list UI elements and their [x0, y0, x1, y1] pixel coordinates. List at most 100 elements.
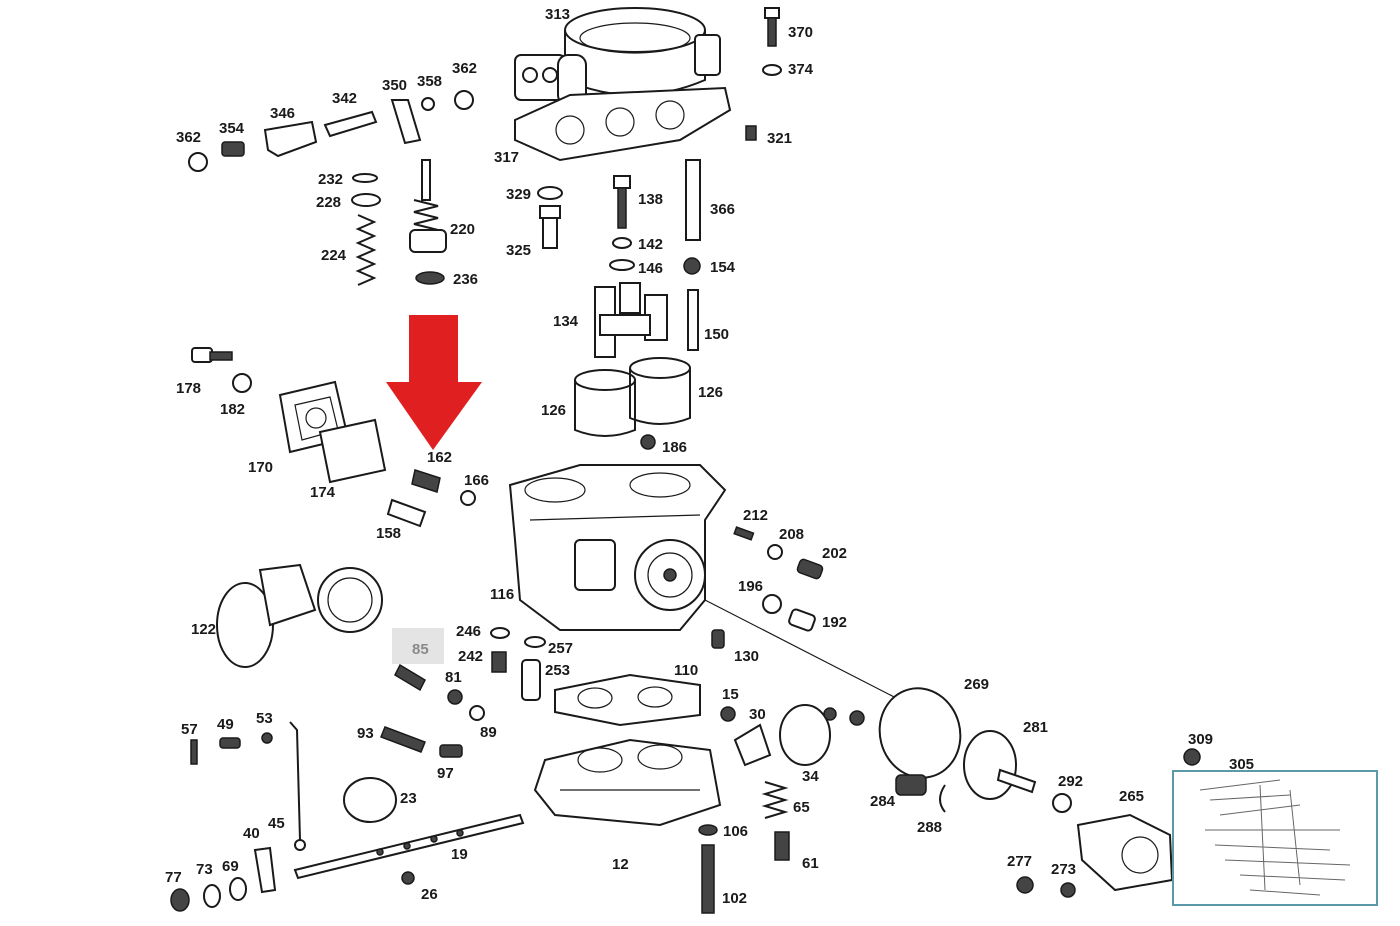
label-150: 150	[704, 326, 729, 343]
label-126a: 126	[698, 384, 723, 401]
part-126-venturi-a	[574, 369, 636, 437]
part-93-screw	[380, 726, 426, 753]
part-150-jet	[687, 289, 699, 351]
label-192: 192	[822, 614, 847, 631]
label-346: 346	[270, 105, 295, 122]
part-257-washer	[524, 636, 546, 648]
part-178-screw	[191, 347, 233, 363]
label-130: 130	[734, 648, 759, 665]
label-65: 65	[793, 799, 810, 816]
part-57-screw	[190, 739, 198, 765]
label-253: 253	[545, 662, 570, 679]
label-269: 269	[964, 676, 989, 693]
part-317-gasket	[514, 86, 732, 162]
label-154: 154	[710, 259, 736, 276]
label-321: 321	[767, 130, 792, 147]
part-232-clip	[352, 173, 378, 183]
label-354: 354	[219, 120, 245, 137]
part-126-venturi-b	[629, 357, 691, 425]
label-178: 178	[176, 380, 201, 397]
part-346-lever	[263, 120, 318, 158]
label-232: 232	[318, 171, 343, 188]
label-186: 186	[662, 439, 687, 456]
part-23-throttle-plate	[343, 777, 397, 823]
label-362a: 362	[452, 60, 477, 77]
part-158-jet	[386, 498, 427, 528]
label-61: 61	[802, 855, 819, 872]
part-49-spring	[219, 737, 241, 749]
label-110: 110	[674, 662, 698, 679]
label-40: 40	[243, 825, 260, 842]
label-170: 170	[248, 459, 273, 476]
label-370: 370	[788, 24, 813, 41]
part-350-link	[390, 99, 422, 145]
label-366: 366	[710, 201, 735, 218]
label-122: 122	[191, 621, 216, 638]
part-116-main-body	[508, 464, 727, 631]
label-358: 358	[417, 73, 442, 90]
part-362-washer-a	[454, 90, 474, 110]
label-85: 85	[412, 641, 429, 658]
part-224-spring	[355, 214, 377, 286]
label-89: 89	[480, 724, 497, 741]
label-73: 73	[196, 861, 213, 878]
part-220-accelerator-pump	[409, 159, 447, 253]
part-61-screw	[774, 831, 790, 861]
part-182-washer	[232, 373, 252, 393]
part-40-lever	[253, 846, 277, 894]
part-110-gasket	[554, 673, 701, 727]
part-162-jet	[411, 469, 441, 493]
part-73-washer	[203, 884, 221, 908]
label-309: 309	[1188, 731, 1213, 748]
label-97: 97	[437, 765, 454, 782]
label-281: 281	[1023, 719, 1048, 736]
label-174: 174	[310, 484, 336, 501]
label-12: 12	[612, 856, 629, 873]
part-281-choke-disc	[963, 730, 1037, 800]
part-142-washer	[612, 237, 632, 249]
part-366-tube	[685, 159, 701, 241]
part-146-washer	[609, 259, 635, 271]
part-34-nut	[849, 710, 865, 726]
label-166: 166	[464, 472, 489, 489]
label-93: 93	[357, 725, 374, 742]
label-77: 77	[165, 869, 182, 886]
label-277: 277	[1007, 853, 1032, 870]
part-277-nut	[1016, 876, 1034, 894]
label-53: 53	[256, 710, 273, 727]
part-309-screw	[1183, 748, 1201, 766]
part-374-washer	[762, 64, 782, 76]
part-130-screw	[711, 629, 725, 649]
part-122-choke-housing	[216, 563, 383, 668]
part-358-nut	[421, 97, 435, 111]
part-354-spring	[221, 141, 245, 157]
part-15-nut	[720, 706, 736, 722]
part-134-venturi-assembly	[594, 282, 668, 358]
label-257: 257	[548, 640, 573, 657]
part-292-washer	[1052, 793, 1072, 813]
label-284: 284	[870, 793, 896, 810]
label-242: 242	[458, 648, 483, 665]
label-106: 106	[723, 823, 748, 840]
part-242-screw	[491, 651, 507, 673]
part-325-valve	[539, 205, 561, 249]
label-182: 182	[220, 401, 245, 418]
label-26: 26	[421, 886, 438, 903]
label-313: 313	[545, 6, 570, 23]
label-162: 162	[427, 449, 452, 466]
part-154-nut	[683, 257, 701, 275]
part-77-nut	[170, 888, 190, 912]
part-253-jet	[521, 659, 541, 701]
part-12-throttle-body	[533, 738, 722, 827]
label-23: 23	[400, 790, 417, 807]
label-158: 158	[376, 525, 401, 542]
label-146: 146	[638, 260, 663, 277]
label-69: 69	[222, 858, 239, 875]
part-313-air-horn-cover	[514, 7, 721, 106]
part-228-washer	[351, 193, 381, 207]
part-174-gasket	[318, 418, 387, 484]
overview-thumbnail	[1172, 770, 1378, 906]
label-57: 57	[181, 721, 198, 738]
label-212: 212	[743, 507, 768, 524]
part-65-spring	[761, 781, 789, 819]
